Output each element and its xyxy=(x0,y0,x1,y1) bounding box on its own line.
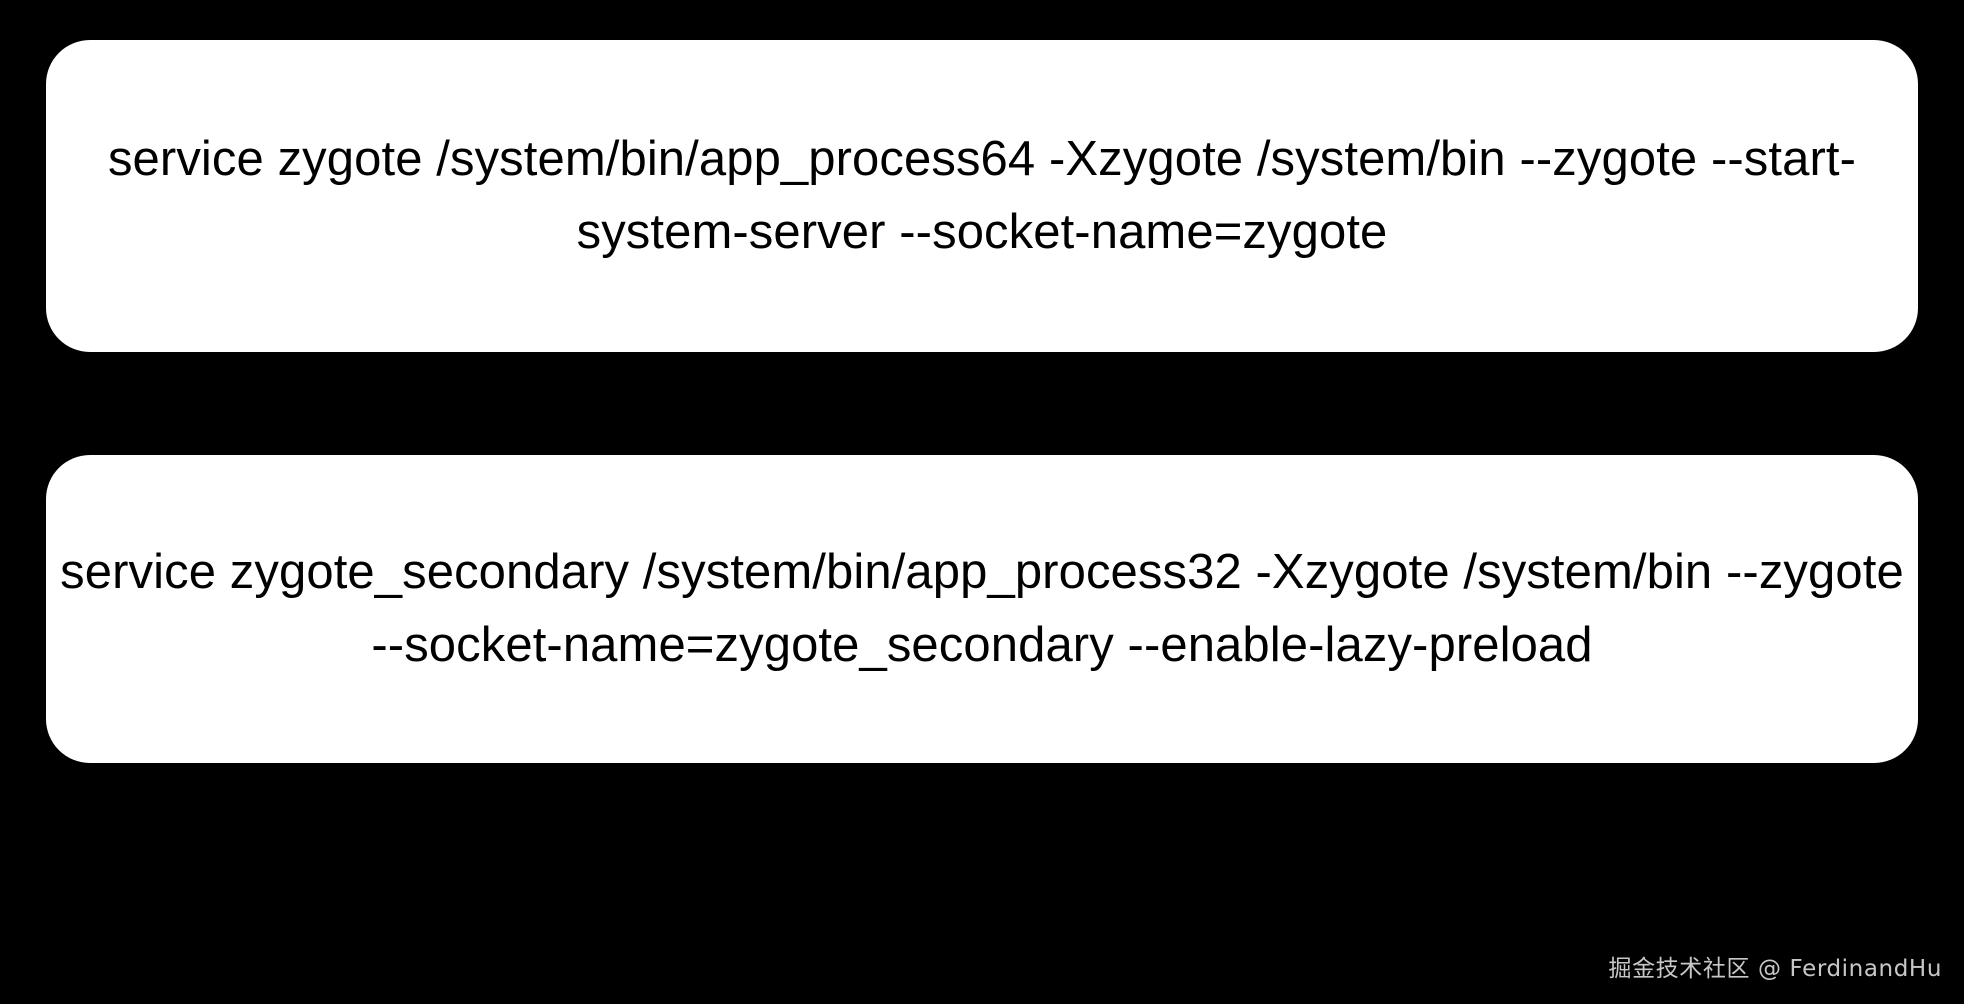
card-zygote-secondary-text: service zygote_secondary /system/bin/app… xyxy=(60,545,1918,672)
card-zygote-secondary: service zygote_secondary /system/bin/app… xyxy=(46,455,1918,763)
card-zygote-primary: service zygote /system/bin/app_process64… xyxy=(46,40,1918,352)
watermark: 掘金技术社区 @ FerdinandHu xyxy=(1608,956,1942,982)
card-zygote-primary-text: service zygote /system/bin/app_process64… xyxy=(107,132,1857,259)
